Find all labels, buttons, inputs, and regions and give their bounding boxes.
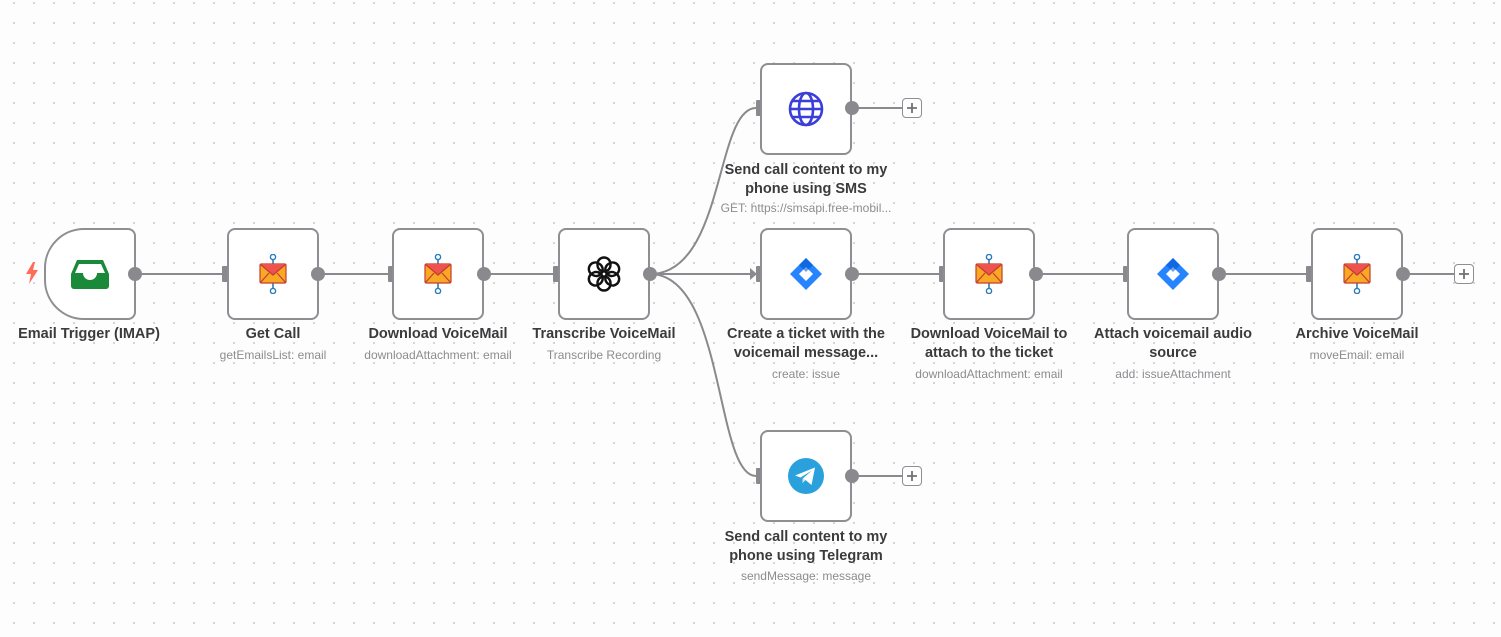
node-title-line: source — [1149, 344, 1197, 361]
node-subtitle: Transcribe Recording — [546, 348, 662, 362]
node-subtitle: downloadAttachment: email — [364, 348, 512, 362]
node-title-line: phone using SMS — [745, 180, 867, 197]
output-handle[interactable] — [845, 267, 859, 281]
edge-transcribe-to-sms[interactable] — [649, 107, 757, 275]
output-handle[interactable] — [477, 267, 491, 281]
output-handle[interactable] — [1029, 267, 1043, 281]
jira-icon — [1157, 258, 1189, 290]
telegram-icon — [788, 458, 824, 494]
plus-icon — [907, 471, 917, 481]
node-download-attach[interactable] — [943, 228, 1035, 320]
node-title-line: attach to the ticket — [924, 344, 1054, 361]
output-handle[interactable] — [1212, 267, 1226, 281]
email-send-icon — [1343, 254, 1371, 294]
output-handle[interactable] — [643, 267, 657, 281]
add-node-button[interactable] — [902, 466, 922, 486]
node-title: Send call content to my phone using Tele… — [706, 528, 906, 565]
output-handle[interactable] — [845, 469, 859, 483]
input-handle[interactable] — [553, 266, 561, 282]
node-attach-audio[interactable] — [1127, 228, 1219, 320]
email-send-icon — [259, 254, 287, 294]
node-subtitle: sendMessage: message — [740, 569, 872, 583]
node-send-telegram[interactable] — [760, 430, 852, 522]
node-get-call[interactable] — [227, 228, 319, 320]
inbox-icon — [71, 260, 109, 289]
node-title: Download VoiceMail — [368, 326, 508, 342]
node-subtitle: getEmailsList: email — [219, 348, 327, 362]
node-archive-voicemail[interactable] — [1311, 228, 1403, 320]
output-handle[interactable] — [311, 267, 325, 281]
node-title-line: phone using Telegram — [729, 547, 883, 564]
node-send-sms[interactable] — [760, 63, 852, 155]
plus-icon — [907, 103, 917, 113]
node-title-line: Download VoiceMail to — [910, 326, 1068, 342]
node-subtitle: GET: https://smsapi.free-mobil... — [720, 201, 892, 215]
output-handle[interactable] — [128, 267, 142, 281]
node-title: Download VoiceMail to attach to the tick… — [889, 325, 1089, 362]
node-title: Attach voicemail audio source — [1073, 325, 1273, 362]
node-transcribe-voicemail[interactable] — [558, 228, 650, 320]
node-subtitle: create: issue — [771, 367, 841, 381]
output-handle[interactable] — [1396, 267, 1410, 281]
openai-icon — [587, 256, 621, 292]
node-title: Create a ticket with the voicemail messa… — [706, 325, 906, 362]
node-title: Send call content to my phone using SMS — [706, 161, 906, 198]
node-download-voicemail[interactable] — [392, 228, 484, 320]
node-subtitle: downloadAttachment: email — [915, 367, 1063, 381]
plus-icon — [1459, 269, 1469, 279]
input-handle[interactable] — [1306, 266, 1314, 282]
node-title-line: Create a ticket with the — [727, 326, 885, 342]
output-handle[interactable] — [845, 101, 859, 115]
node-subtitle: moveEmail: email — [1309, 348, 1405, 362]
node-title-line: Send call content to my — [724, 162, 888, 178]
node-create-ticket[interactable] — [760, 228, 852, 320]
add-node-button[interactable] — [1454, 264, 1474, 284]
node-title-line: voicemail message... — [733, 344, 879, 361]
node-title: Archive VoiceMail — [1295, 326, 1419, 342]
email-send-icon — [975, 254, 1003, 294]
node-title-line: Attach voicemail audio — [1094, 326, 1252, 342]
trigger-bolt-icon[interactable] — [24, 262, 40, 284]
email-send-icon — [424, 254, 452, 294]
node-title-line: Send call content to my — [724, 529, 888, 545]
add-node-button[interactable] — [902, 98, 922, 118]
globe-icon — [788, 91, 824, 127]
input-handle[interactable] — [222, 266, 230, 282]
jira-icon — [790, 258, 822, 290]
node-email-trigger[interactable] — [44, 228, 136, 320]
edge-transcribe-to-telegram[interactable] — [649, 273, 757, 477]
node-title: Get Call — [245, 326, 301, 342]
node-title: Email Trigger (IMAP) — [18, 326, 160, 342]
node-title: Transcribe VoiceMail — [532, 326, 676, 342]
node-subtitle: add: issueAttachment — [1115, 367, 1231, 381]
